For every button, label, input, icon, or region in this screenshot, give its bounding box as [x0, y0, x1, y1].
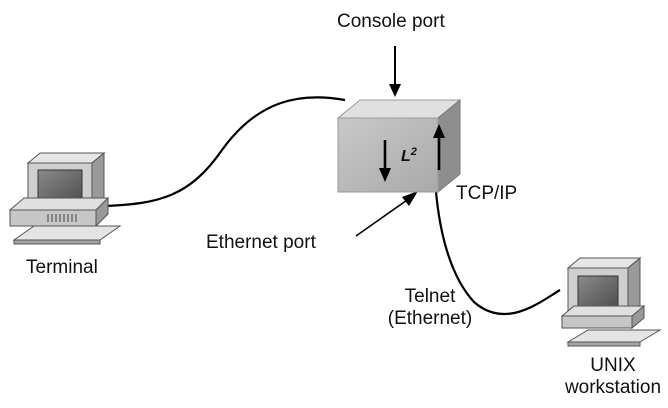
serial-cable	[103, 96, 346, 208]
terminal-label: Terminal	[26, 257, 98, 278]
console-port-label: Console port	[337, 11, 445, 32]
up-arrow-icon	[433, 124, 445, 170]
unix-workstation-label: UNIX workstation	[560, 355, 666, 399]
l2-switch-box-icon: L2	[336, 98, 462, 194]
terminal-vents	[47, 214, 77, 222]
down-arrow-icon	[379, 140, 391, 182]
ethernet-cable	[433, 177, 561, 315]
unix-label-line2: workstation	[564, 377, 662, 398]
telnet-label-line2: (Ethernet)	[387, 308, 473, 329]
telnet-label: Telnet (Ethernet)	[380, 286, 480, 330]
console-port-arrowhead	[389, 84, 401, 97]
telnet-label-line1: Telnet	[404, 286, 456, 307]
ethernet-port-arrow	[355, 197, 411, 237]
unix-workstation-icon	[560, 256, 662, 347]
device-label: L2	[401, 146, 417, 165]
ethernet-port-arrowhead	[402, 191, 418, 206]
tcp-ip-label: TCP/IP	[456, 183, 518, 204]
terminal-computer-icon	[8, 151, 122, 245]
ethernet-port-label: Ethernet port	[206, 232, 316, 253]
unix-label-line1: UNIX	[590, 355, 636, 376]
